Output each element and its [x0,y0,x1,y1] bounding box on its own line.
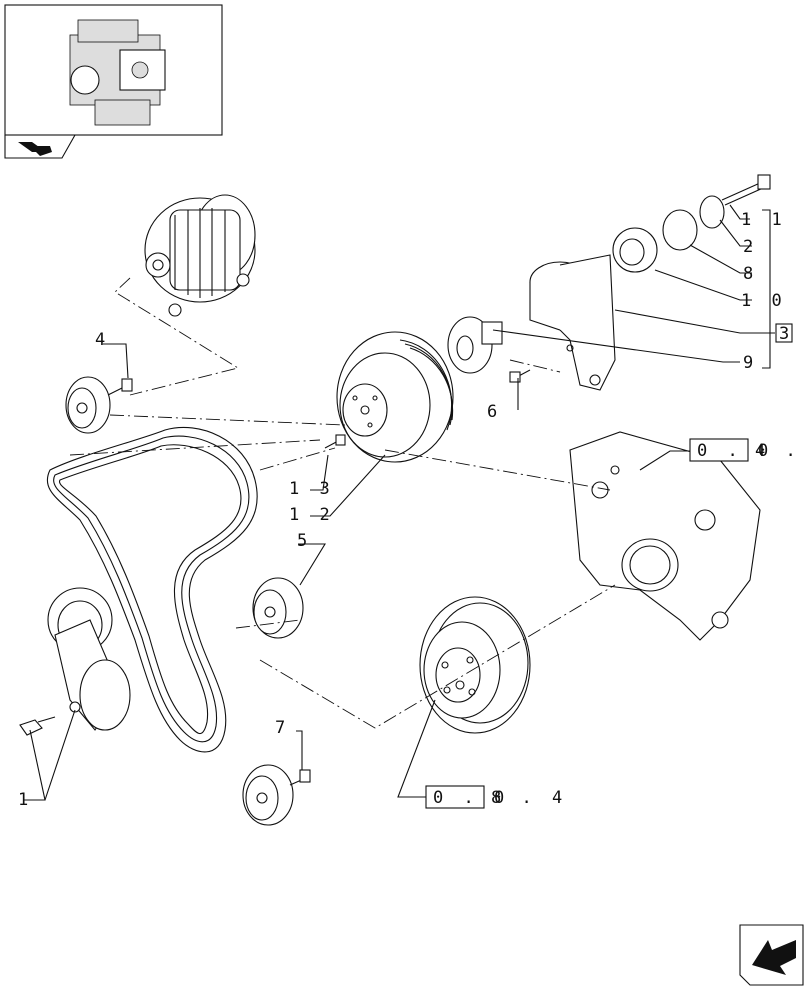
ref-04-box-text: 0 . 0 [697,441,773,461]
belt-tensioner[interactable] [19,587,131,736]
label-12: 1 2 [289,505,335,525]
idler-pulley-4[interactable] [65,376,133,434]
centerline-alternator [114,277,240,396]
part-book-tab-icon [18,142,52,156]
idler-pulley-5[interactable] [252,577,304,639]
ref-04-3[interactable]: 0 . 0 4 . 3 [689,438,812,462]
label-8: 8 [743,264,758,284]
ref-04-tail-text: 4 . 3 [755,441,812,461]
label-4: 4 [95,330,110,350]
centerline-belt [69,439,321,456]
pump-pulley[interactable] [336,331,454,463]
bearing[interactable] [612,227,658,273]
label-2: 2 [743,237,758,257]
label-6: 6 [487,402,502,422]
centerline-hub [509,359,561,373]
bolt-6[interactable] [509,369,531,383]
centerline-upper [109,414,346,426]
ref-08-tail-text: 8 . 4 [491,788,567,808]
label-1: 1 [18,790,33,810]
engine-thumbnail-icon [69,19,166,126]
ref-08-4[interactable]: 0 . 0 8 . 4 [425,785,567,809]
label-10: 1 0 [741,291,787,311]
washer[interactable] [699,195,725,229]
centerline-pump [384,449,611,491]
label-13: 1 3 [289,479,335,499]
bolt-13[interactable] [324,434,346,449]
centerline-bolt13 [259,447,336,471]
previous-page-arrow-icon[interactable] [739,924,804,986]
drive-belt[interactable] [46,426,258,753]
snap-ring[interactable] [662,209,698,251]
label-11: 1 1 [741,210,787,230]
bolt-11[interactable] [721,174,771,206]
crankshaft-damper[interactable] [419,596,531,734]
label-7: 7 [275,718,290,738]
leader-lines [24,204,775,801]
tensioner-bracket[interactable] [529,254,616,391]
ref-08-box-text: 0 . 0 [433,788,509,808]
engine-thumbnail[interactable] [4,4,223,159]
alternator[interactable] [144,194,256,317]
label-9: 9 [743,353,758,373]
group-bracket [762,209,771,369]
hub[interactable] [447,316,503,374]
centerline-pulley5 [235,619,301,629]
label-3: 3 [779,324,794,344]
label-3-box [775,323,793,343]
centerline-crank [259,584,616,729]
label-5: 5 [297,531,312,551]
timing-cover[interactable] [569,431,761,641]
idler-pulley-7[interactable] [242,764,311,826]
